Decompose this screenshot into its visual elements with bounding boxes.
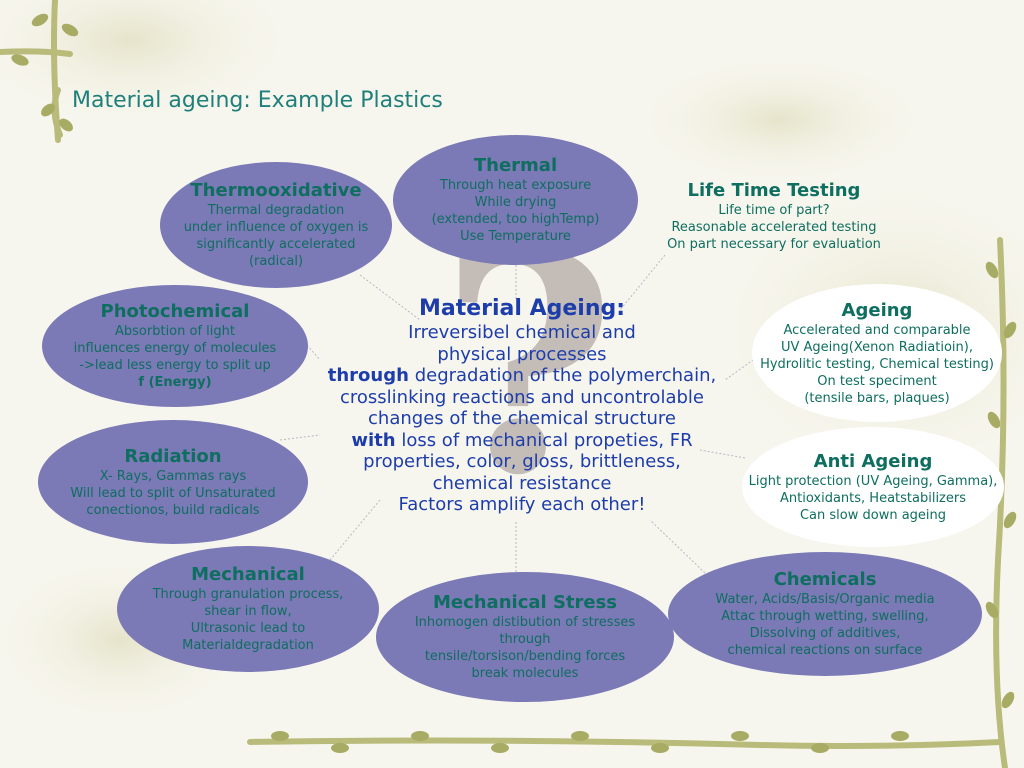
node-anti-ageing-body: Light protection (UV Ageing, Gamma), Ant… (748, 473, 998, 523)
center-line-9: Factors amplify each other! (398, 494, 646, 515)
node-life-time-body: Life time of part? Reasonable accelerate… (667, 203, 881, 252)
center-line-1: Irreversibel chemical and (408, 322, 636, 343)
node-mechanical: Mechanical Through granulation process, … (117, 546, 379, 672)
node-thermal-heading: Thermal (473, 155, 558, 176)
node-mechanical-stress: Mechanical Stress Inhomogen distibution … (376, 572, 674, 702)
node-thermooxidative: Thermooxidative Thermal degradation unde… (160, 162, 392, 288)
center-definition: Material Ageing: Irreversibel chemical a… (300, 296, 744, 516)
center-line-5: changes of the chemical structure (368, 408, 676, 429)
center-line-6-rest: loss of mechanical propeties, FR (401, 429, 693, 451)
node-photochemical-body: Absorbtion of light influences energy of… (73, 324, 277, 373)
node-ageing-body: Accelerated and comparable UV Ageing(Xen… (760, 322, 994, 406)
center-line-8: chemical resistance (432, 472, 612, 494)
center-line-3: through degradation of the polymerchain, (300, 365, 744, 387)
node-mechanical-stress-heading: Mechanical Stress (432, 592, 618, 613)
node-radiation: Radiation X- Rays, Gammas rays Will lead… (38, 420, 308, 544)
center-line-2: physical processes (437, 343, 607, 365)
center-line-4: crosslinking reactions and uncontrolable (340, 386, 704, 408)
node-life-time-testing: Life Time Testing Life time of part? Rea… (640, 180, 908, 253)
node-chemicals-body: Water, Acids/Basis/Organic media Attac t… (715, 592, 935, 658)
center-heading: Material Ageing: (418, 296, 626, 321)
center-line-7: properties, color, gloss, brittleness, (363, 451, 681, 472)
node-chemicals-heading: Chemicals (773, 569, 877, 590)
page-title: Material ageing: Example Plastics (72, 88, 443, 113)
node-radiation-heading: Radiation (124, 445, 222, 467)
node-thermal: Thermal Through heat exposure While dryi… (393, 135, 638, 265)
node-photochemical-heading: Photochemical (100, 301, 250, 322)
node-ageing-heading: Ageing (841, 299, 913, 321)
keyword-through: through (327, 365, 409, 386)
node-photochemical-energy: f (Energy) (138, 375, 212, 390)
node-mechanical-heading: Mechanical (191, 564, 305, 585)
center-line-6: with loss of mechanical propeties, FR (300, 430, 744, 452)
node-anti-ageing: Anti Ageing Light protection (UV Ageing,… (742, 427, 1004, 547)
node-thermal-body: Through heat exposure While drying (exte… (431, 178, 600, 244)
node-thermooxidative-body: Thermal degradation under influence of o… (183, 203, 369, 269)
node-radiation-body: X- Rays, Gammas rays Will lead to split … (70, 468, 276, 518)
node-chemicals: Chemicals Water, Acids/Basis/Organic med… (668, 552, 982, 676)
node-photochemical: Photochemical Absorbtion of light influe… (42, 285, 308, 407)
node-thermooxidative-heading: Thermooxidative (190, 180, 362, 201)
node-life-time-heading: Life Time Testing (687, 180, 861, 201)
keyword-with: with (351, 429, 396, 451)
node-ageing: Ageing Accelerated and comparable UV Age… (752, 284, 1002, 422)
node-mechanical-body: Through granulation process, shear in fl… (152, 587, 344, 653)
node-mechanical-stress-body: Inhomogen distibution of stresses throug… (414, 615, 636, 681)
center-line-3-rest: degradation of the polymerchain, (414, 365, 717, 386)
node-anti-ageing-heading: Anti Ageing (813, 450, 933, 472)
